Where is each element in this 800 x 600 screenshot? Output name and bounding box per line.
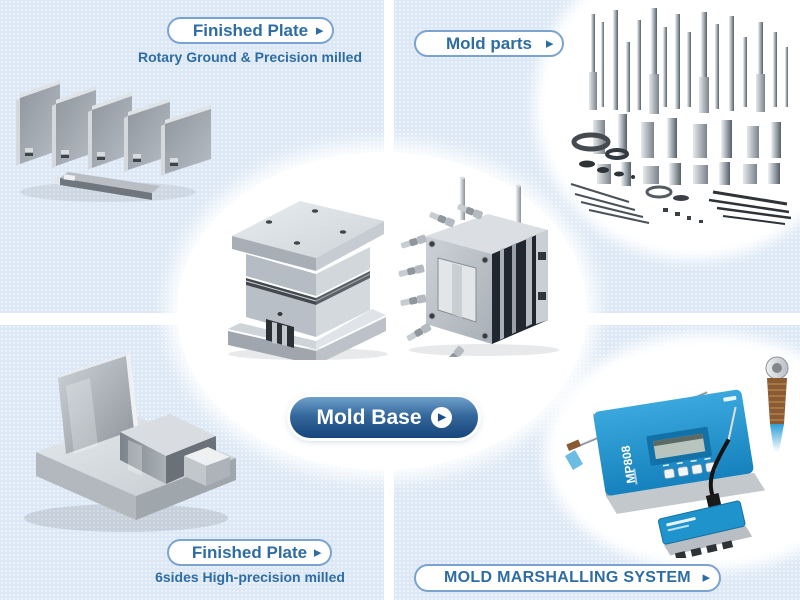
- finished-plate-top-button[interactable]: Finished Plate ▶: [167, 17, 334, 44]
- finished-plates-photo: [16, 80, 211, 202]
- finished-plate-bottom-label: Finished Plate: [191, 542, 308, 562]
- milled-blocks-photo: [24, 352, 236, 532]
- mold-base-label: Mold Base: [316, 405, 422, 429]
- device-model-label: MP808: [618, 444, 638, 484]
- mold-marshalling-system-button[interactable]: MOLD MARSHALLING SYSTEM ▶: [414, 564, 721, 592]
- mold-parts-button[interactable]: Mold parts ▶: [414, 30, 564, 57]
- arrow-right-icon: ▶: [702, 572, 710, 583]
- mold-base-button[interactable]: Mold Base ▶: [290, 397, 478, 438]
- arrow-right-icon: ▶: [546, 38, 553, 48]
- mold-marshalling-system-label: MOLD MARSHALLING SYSTEM: [444, 569, 691, 586]
- finished-plate-top-subtitle: Rotary Ground & Precision milled: [137, 49, 363, 65]
- finished-plate-bottom-button[interactable]: Finished Plate ▶: [167, 539, 332, 566]
- mold-base-left-photo: [228, 201, 388, 360]
- arrow-right-icon: ▶: [314, 547, 321, 557]
- arrow-circle-icon: ▶: [430, 407, 452, 428]
- mold-parts-label: Mold parts: [446, 33, 532, 53]
- marshalling-system-photo: MP808: [565, 356, 789, 558]
- mold-base-right-photo: [398, 176, 559, 357]
- finished-plate-top-label: Finished Plate: [192, 20, 309, 40]
- finished-plate-bottom-subtitle: 6sides High-precision milled: [155, 569, 345, 585]
- mold-parts-photo: [570, 8, 792, 225]
- arrow-right-icon: ▶: [316, 25, 323, 35]
